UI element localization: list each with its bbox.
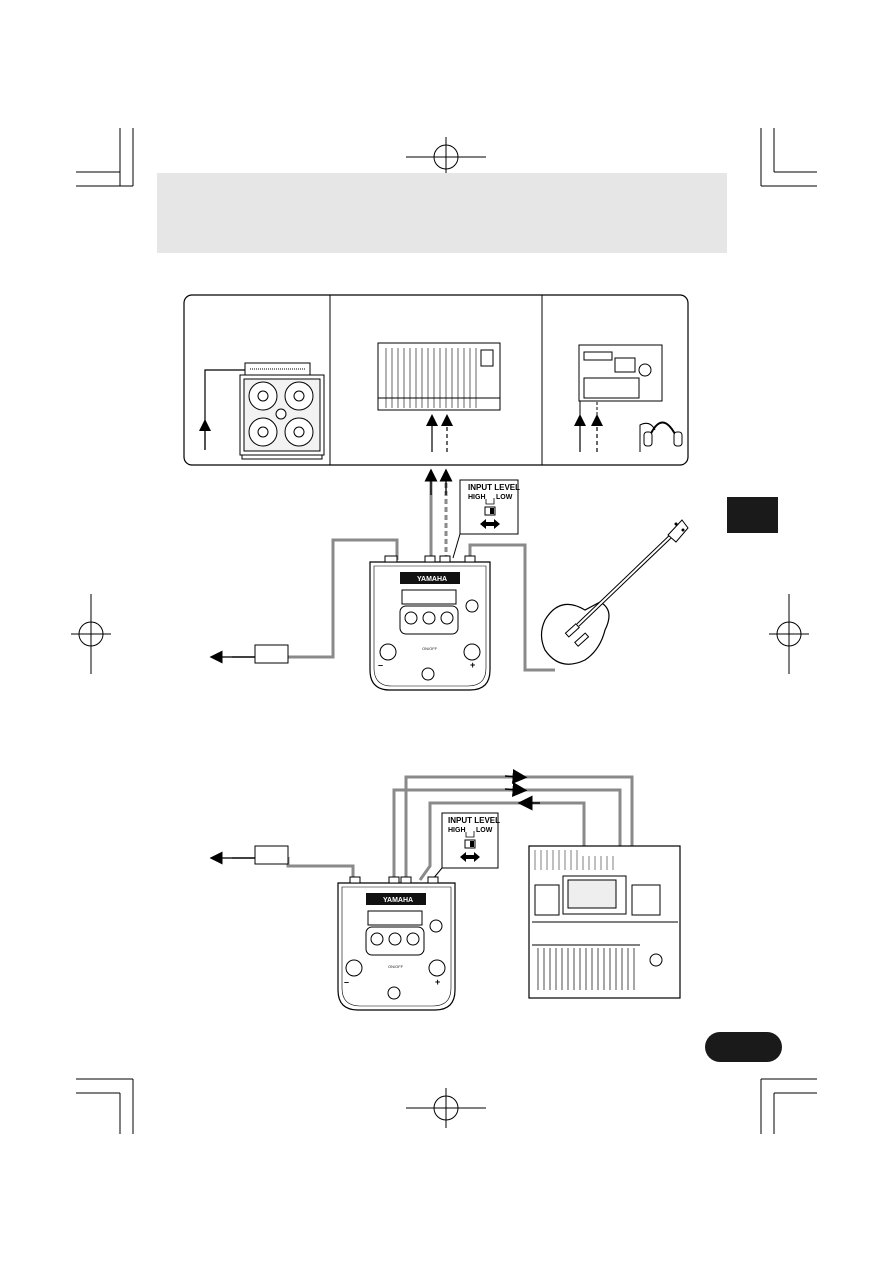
bottom-diagram: INPUT LEVEL HIGH LOW YAMAHA xyxy=(209,769,681,1011)
effects-pedal: YAMAHA – + ON/OFF xyxy=(369,555,491,691)
high-label-2: HIGH xyxy=(448,827,466,834)
bass-guitar-illustration xyxy=(540,519,689,665)
volume-knob-2[interactable] xyxy=(429,919,443,933)
minus-label-2: – xyxy=(344,977,349,987)
mixer-illustration xyxy=(377,342,501,452)
knob-1[interactable] xyxy=(404,611,418,625)
plus-label-2: + xyxy=(435,977,440,987)
bass-amp-illustration xyxy=(199,362,325,460)
page-number-badge xyxy=(705,1032,782,1062)
recorder-illustration xyxy=(574,344,663,452)
input-level-callout: INPUT LEVEL HIGH LOW xyxy=(452,479,520,559)
volume-knob[interactable] xyxy=(465,599,479,613)
onoff-label-2: ON/OFF xyxy=(388,964,404,969)
effects-pedal-2: YAMAHA – + ON/OFF xyxy=(337,876,456,1011)
brand-logo: YAMAHA xyxy=(417,576,447,583)
low-label: LOW xyxy=(496,494,513,501)
knob-2b[interactable] xyxy=(388,932,402,946)
top-diagram: INPUT LEVEL HIGH LOW YAMAHA xyxy=(183,294,689,691)
headphones-icon xyxy=(639,421,683,452)
high-label: HIGH xyxy=(468,494,486,501)
minus-label: – xyxy=(378,660,383,670)
low-label-2: LOW xyxy=(476,827,493,834)
minus-footswitch[interactable] xyxy=(379,643,397,661)
crop-marks xyxy=(76,128,817,1134)
plus-label: + xyxy=(470,660,475,670)
digital-console-illustration xyxy=(528,845,681,999)
knob-3b[interactable] xyxy=(406,932,420,946)
plus-footswitch[interactable] xyxy=(463,643,481,661)
input-level-callout-2: INPUT LEVEL HIGH LOW xyxy=(431,812,500,881)
input-level-label: INPUT LEVEL xyxy=(468,483,520,492)
input-level-label-2: INPUT LEVEL xyxy=(448,816,500,825)
minus-footswitch-2[interactable] xyxy=(345,959,363,977)
brand-logo-2: YAMAHA xyxy=(383,897,413,904)
ac-adapter-2 xyxy=(254,845,289,865)
onoff-footswitch[interactable] xyxy=(421,667,435,681)
knob-2[interactable] xyxy=(422,611,436,625)
ac-adapter xyxy=(254,644,289,664)
onoff-footswitch-2[interactable] xyxy=(387,986,401,1000)
knob-3[interactable] xyxy=(440,611,454,625)
onoff-label: ON/OFF xyxy=(422,646,438,651)
section-tab xyxy=(727,497,778,533)
plus-footswitch-2[interactable] xyxy=(428,959,446,977)
header-bar xyxy=(157,173,727,253)
knob-1b[interactable] xyxy=(370,932,384,946)
